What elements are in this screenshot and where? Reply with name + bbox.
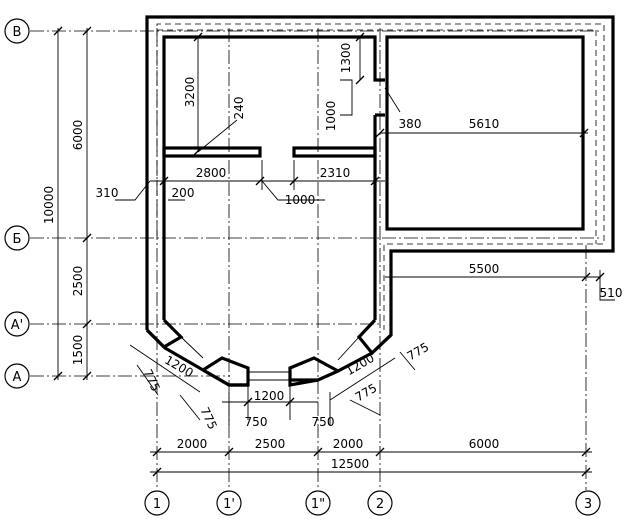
dim-6000-bottom: 6000 [469,437,500,451]
svg-text:В: В [13,25,22,40]
dimension-labels: 10000 6000 2500 1500 2000 2500 2000 6000… [42,43,622,471]
dim-510: 510 [600,286,623,300]
dim-5500: 5500 [469,262,500,276]
axis-bubble-v: В [4,18,30,44]
dim-240: 240 [232,97,246,120]
axis-bubble-1-double-prime: 1" [305,490,331,516]
svg-text:1": 1" [311,497,325,512]
dim-200: 200 [172,186,195,200]
axis-bubbles: В Б А' А 1 1' 1" 2 [4,18,601,516]
svg-text:2: 2 [376,497,384,512]
dim-750-right: 750 [312,415,335,429]
dimension-lines [53,26,615,477]
dim-2000-left: 2000 [177,437,208,451]
dim-775-left-diag: 775 [140,367,162,394]
dim-1200-right-diag: 1200 [343,351,376,378]
svg-text:А': А' [11,318,23,333]
guide-lines [156,23,605,330]
dim-total-horizontal: 12500 [331,457,369,471]
dim-775-right-diag: 775 [353,381,380,405]
dim-750-left: 750 [245,415,268,429]
dim-3200: 3200 [183,77,197,108]
dim-380: 380 [399,117,422,131]
dim-1500-vertical: 1500 [71,335,85,366]
dim-2500-bottom: 2500 [255,437,286,451]
axis-bubble-1-prime: 1' [216,490,242,516]
dim-775-bottom-left: 775 [197,405,219,432]
svg-text:А: А [13,370,22,385]
svg-text:Б: Б [13,232,22,247]
svg-text:1': 1' [223,497,235,512]
svg-text:1: 1 [153,497,161,512]
dim-5610: 5610 [469,117,500,131]
dim-2800: 2800 [196,166,227,180]
dim-1200-bottom: 1200 [254,389,285,403]
dim-2000-right: 2000 [333,437,364,451]
dim-1000-door: 1000 [324,101,338,132]
axis-bubble-2: 2 [367,490,393,516]
walls [145,15,615,387]
dim-6000-vertical: 6000 [71,120,85,151]
dim-2500-vertical: 2500 [71,266,85,297]
axis-bubble-b: Б [4,225,30,251]
axis-bubble-a-prime: А' [4,311,30,337]
dim-2310: 2310 [320,166,351,180]
dim-1300: 1300 [339,43,353,74]
dim-total-vertical: 10000 [42,186,56,224]
axis-bubble-3: 3 [575,490,601,516]
dim-775-far-right: 775 [405,340,432,364]
svg-text:3: 3 [584,497,592,512]
axis-bubble-a: А [4,363,30,389]
dim-1000-opening: 1000 [285,193,316,207]
axis-bubble-1: 1 [144,490,170,516]
dim-310: 310 [96,186,119,200]
